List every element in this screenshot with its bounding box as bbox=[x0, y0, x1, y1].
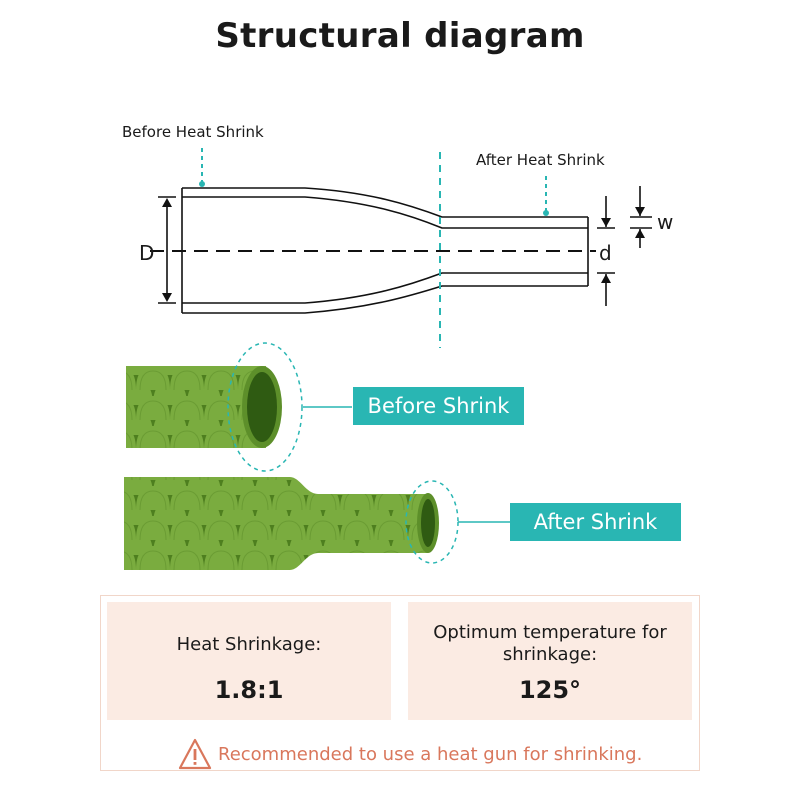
small-diameter-dimension bbox=[597, 196, 615, 306]
spec-panel bbox=[100, 595, 700, 771]
temperature-label-line2: shrinkage: bbox=[502, 644, 598, 665]
warning-triangle-icon bbox=[178, 738, 212, 770]
before-leader bbox=[199, 148, 205, 187]
before-highlight-circle bbox=[227, 342, 303, 472]
after-heat-shrink-label: After Heat Shrink bbox=[476, 151, 605, 169]
heat-shrinkage-value: 1.8:1 bbox=[214, 676, 284, 704]
wall-label: w bbox=[657, 210, 673, 234]
heat-shrinkage-card: Heat Shrinkage: 1.8:1 bbox=[107, 602, 391, 720]
wall-thickness-dimension bbox=[630, 186, 652, 248]
before-heat-shrink-label: Before Heat Shrink bbox=[122, 123, 264, 141]
before-shrink-tube bbox=[126, 342, 352, 472]
heat-shrinkage-label: Heat Shrinkage: bbox=[176, 634, 322, 655]
after-leader bbox=[543, 176, 549, 216]
temperature-value: 125° bbox=[518, 676, 582, 704]
after-shrink-tag: After Shrink bbox=[510, 503, 681, 541]
temperature-label-line1: Optimum temperature for bbox=[433, 622, 667, 643]
after-shrink-tube bbox=[124, 477, 510, 570]
temperature-card: Optimum temperature for shrinkage: 125° bbox=[408, 602, 692, 720]
page-title: Structural diagram bbox=[215, 16, 585, 56]
big-diameter-dimension bbox=[158, 196, 176, 304]
warning-note: Recommended to use a heat gun for shrink… bbox=[178, 736, 642, 772]
tube-outline bbox=[181, 187, 589, 314]
before-shrink-tag: Before Shrink bbox=[353, 387, 524, 425]
warning-text: Recommended to use a heat gun for shrink… bbox=[218, 743, 643, 765]
small-diameter-label: d bbox=[599, 241, 612, 265]
big-diameter-label: D bbox=[139, 241, 154, 265]
